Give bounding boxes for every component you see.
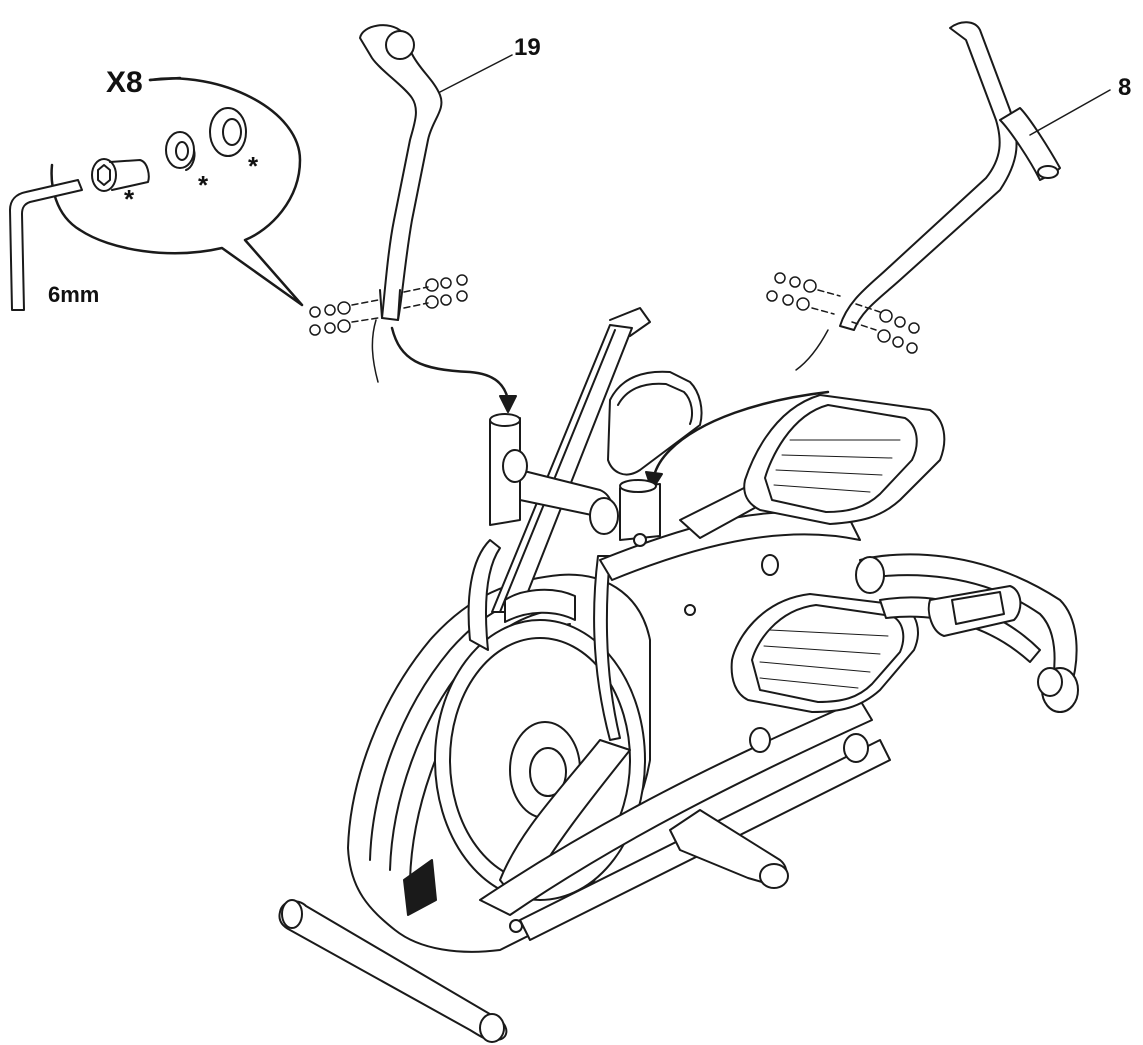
right-handlebar-8 — [795, 21, 1111, 371]
asterisk-marker-bolt: * — [124, 184, 135, 214]
left-handlebar-19 — [359, 24, 513, 383]
lock-washer-icon — [165, 131, 196, 171]
quantity-label: X8 — [106, 66, 143, 99]
asterisk-marker-lock-washer: * — [198, 170, 209, 200]
elliptical-machine — [278, 307, 1079, 1043]
hardware-callout-bubble — [50, 76, 304, 307]
left-bolt-set — [309, 274, 468, 336]
asterisk-marker-flat-washer: * — [248, 151, 259, 181]
right-bolt-set — [766, 272, 920, 354]
part-label-8: 8 — [1118, 74, 1132, 101]
part-label-19: 19 — [514, 34, 541, 61]
left-install-arrow — [390, 326, 517, 413]
flat-washer-icon — [209, 107, 247, 157]
tool-size-label: 6mm — [48, 282, 100, 307]
allen-key-icon — [9, 179, 83, 311]
bolt-icon — [91, 158, 150, 192]
